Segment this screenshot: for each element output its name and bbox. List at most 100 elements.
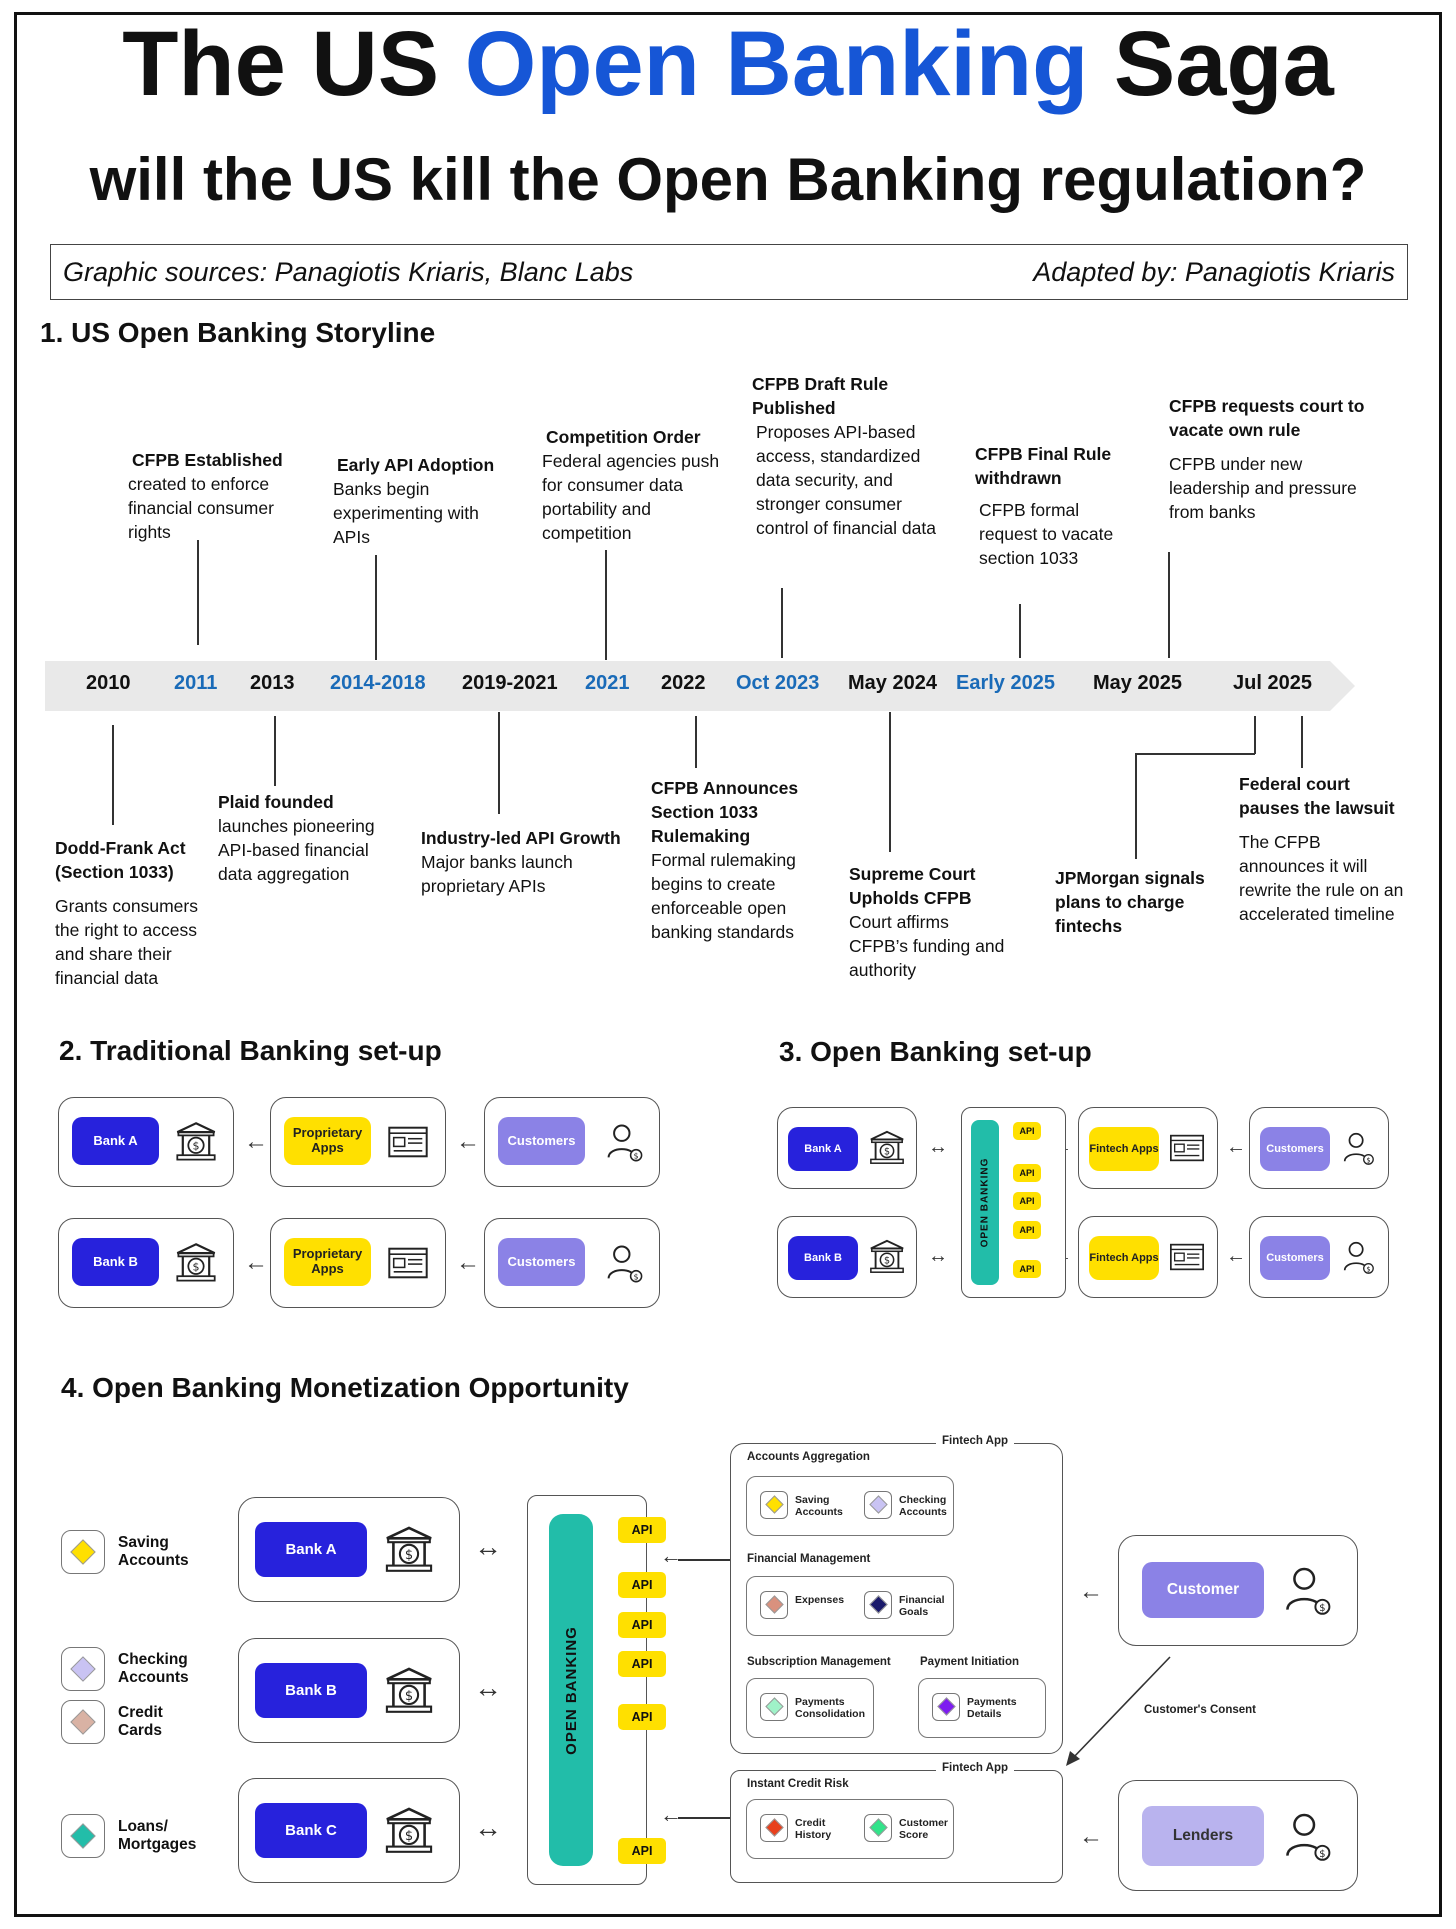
proprietary-apps-pill[interactable]: Proprietary Apps	[284, 1117, 371, 1165]
bank-icon	[383, 1524, 435, 1576]
product-label: Loans/ Mortgages	[118, 1818, 197, 1853]
customer-pill[interactable]: Customer	[1142, 1562, 1264, 1618]
bank-icon	[174, 1120, 218, 1164]
api-badge[interactable]: API	[618, 1572, 666, 1598]
arrow-left-icon: ←	[1226, 1245, 1246, 1267]
customers-consent-label: Customer's Consent	[1144, 1704, 1257, 1716]
feature-label[interactable]: Payments Details	[967, 1696, 1017, 1721]
timeline-year: 2010	[86, 672, 131, 694]
feature-label[interactable]: Financial Goals	[899, 1594, 945, 1619]
timeline-connector	[498, 712, 500, 814]
customers-pill[interactable]: Customers	[1260, 1236, 1330, 1280]
fintech-app-label: Fintech App	[936, 1762, 1015, 1774]
lender-icon	[1279, 1808, 1335, 1864]
arrow-left-icon: ←	[244, 1128, 268, 1155]
feature-label[interactable]: Credit History	[795, 1817, 832, 1842]
timeline-arrow	[45, 661, 1355, 711]
fintech-apps-pill[interactable]: Fintech Apps	[1089, 1236, 1159, 1280]
app-window-icon	[386, 1120, 430, 1164]
section-traditional-heading: 2. Traditional Banking set-up	[59, 1035, 442, 1066]
page-frame	[14, 12, 1442, 1917]
api-badge[interactable]: API	[1013, 1164, 1041, 1182]
product-label: Credit Cards	[118, 1704, 163, 1739]
timeline-connector	[112, 725, 114, 825]
section-open-heading: 3. Open Banking set-up	[779, 1036, 1092, 1067]
bidirectional-arrow-icon: ↔	[474, 1672, 502, 1703]
section-storyline-heading: 1. US Open Banking Storyline	[40, 317, 436, 348]
bidirectional-arrow-icon: ↔	[474, 1531, 502, 1562]
customers-pill[interactable]: Customers	[498, 1238, 585, 1286]
api-badge[interactable]: API	[618, 1704, 666, 1730]
open-banking-hub: OPEN BANKING	[549, 1514, 593, 1866]
api-badge[interactable]: API	[618, 1612, 666, 1638]
feature-label[interactable]: Expenses	[795, 1594, 845, 1606]
customers-pill[interactable]: Customers	[1260, 1127, 1330, 1171]
feature-label[interactable]: Customer Score	[899, 1817, 949, 1842]
lenders-pill[interactable]: Lenders	[1142, 1806, 1264, 1866]
fintech-apps-pill[interactable]: Fintech Apps	[1089, 1127, 1159, 1171]
customers-pill[interactable]: Customers	[498, 1117, 585, 1165]
connector-line	[678, 1559, 730, 1561]
timeline-connector	[197, 540, 199, 645]
bidirectional-arrow-icon: ↔	[928, 1136, 948, 1158]
sources-right: Adapted by: Panagiotis Kriaris	[1033, 257, 1395, 287]
sources-left: Graphic sources: Panagiotis Kriaris, Bla…	[63, 257, 634, 287]
timeline-connector	[375, 555, 377, 660]
section-monetization-heading: 4. Open Banking Monetization Opportunity	[61, 1372, 629, 1403]
payment-initiation-label: Payment Initiation	[920, 1656, 1020, 1668]
timeline-connector	[889, 712, 891, 852]
timeline-connector	[1301, 716, 1303, 768]
feature-label[interactable]: Checking Accounts	[899, 1494, 947, 1519]
open-banking-label: OPEN BANKING	[979, 1157, 991, 1248]
open-banking-hub: OPEN BANKING	[971, 1120, 999, 1285]
fintech-app-label: Fintech App	[936, 1435, 1015, 1447]
feature-label[interactable]: Payments Consolidation	[795, 1696, 865, 1721]
bank-pill[interactable]: Bank B	[255, 1663, 367, 1718]
api-badge[interactable]: API	[1013, 1260, 1041, 1278]
feature-label[interactable]: Saving Accounts	[795, 1494, 843, 1519]
subscription-management-label: Subscription Management	[747, 1656, 891, 1668]
bank-pill[interactable]: Bank B	[72, 1238, 159, 1286]
open-banking-label: OPEN BANKING	[562, 1625, 580, 1755]
timeline-connector	[274, 716, 276, 786]
arrow-left-icon: ←	[456, 1249, 480, 1276]
bank-pill[interactable]: Bank C	[255, 1803, 367, 1858]
timeline-year: Early 2025	[956, 672, 1055, 694]
arrow-left-icon: ←	[660, 1543, 682, 1568]
bank-pill[interactable]: Bank B	[788, 1236, 858, 1280]
timeline-year: 2014-2018	[330, 672, 426, 694]
timeline-connector	[1019, 604, 1021, 658]
page-subtitle: will the US kill the Open Banking regula…	[89, 146, 1367, 213]
page-title: The US Open Banking Saga	[122, 13, 1334, 115]
api-badge[interactable]: API	[618, 1838, 666, 1864]
api-badge[interactable]: API	[1013, 1221, 1041, 1239]
bank-icon	[868, 1238, 906, 1276]
timeline-year: 2013	[250, 672, 295, 694]
timeline-connector	[1168, 552, 1170, 658]
timeline-year: 2022	[661, 672, 706, 694]
customer-icon	[602, 1120, 646, 1164]
arrow-left-icon: ←	[456, 1128, 480, 1155]
proprietary-apps-pill[interactable]: Proprietary Apps	[284, 1238, 371, 1286]
api-badge[interactable]: API	[618, 1517, 666, 1543]
event-jpmorgan: JPMorgan signals plans to charge fintech…	[1055, 868, 1205, 936]
api-badge[interactable]: API	[1013, 1122, 1041, 1140]
api-badge[interactable]: API	[618, 1651, 666, 1677]
bank-icon	[383, 1665, 435, 1717]
bank-pill[interactable]: Bank A	[255, 1522, 367, 1577]
sources-bar: Graphic sources: Panagiotis Kriaris, Bla…	[50, 244, 1408, 300]
instant-credit-risk-label: Instant Credit Risk	[747, 1778, 849, 1790]
timeline-connector	[1254, 716, 1256, 754]
bank-pill[interactable]: Bank A	[788, 1127, 858, 1171]
consent-arrow	[1060, 1655, 1180, 1770]
bank-pill[interactable]: Bank A	[72, 1117, 159, 1165]
api-badge[interactable]: API	[1013, 1192, 1041, 1210]
